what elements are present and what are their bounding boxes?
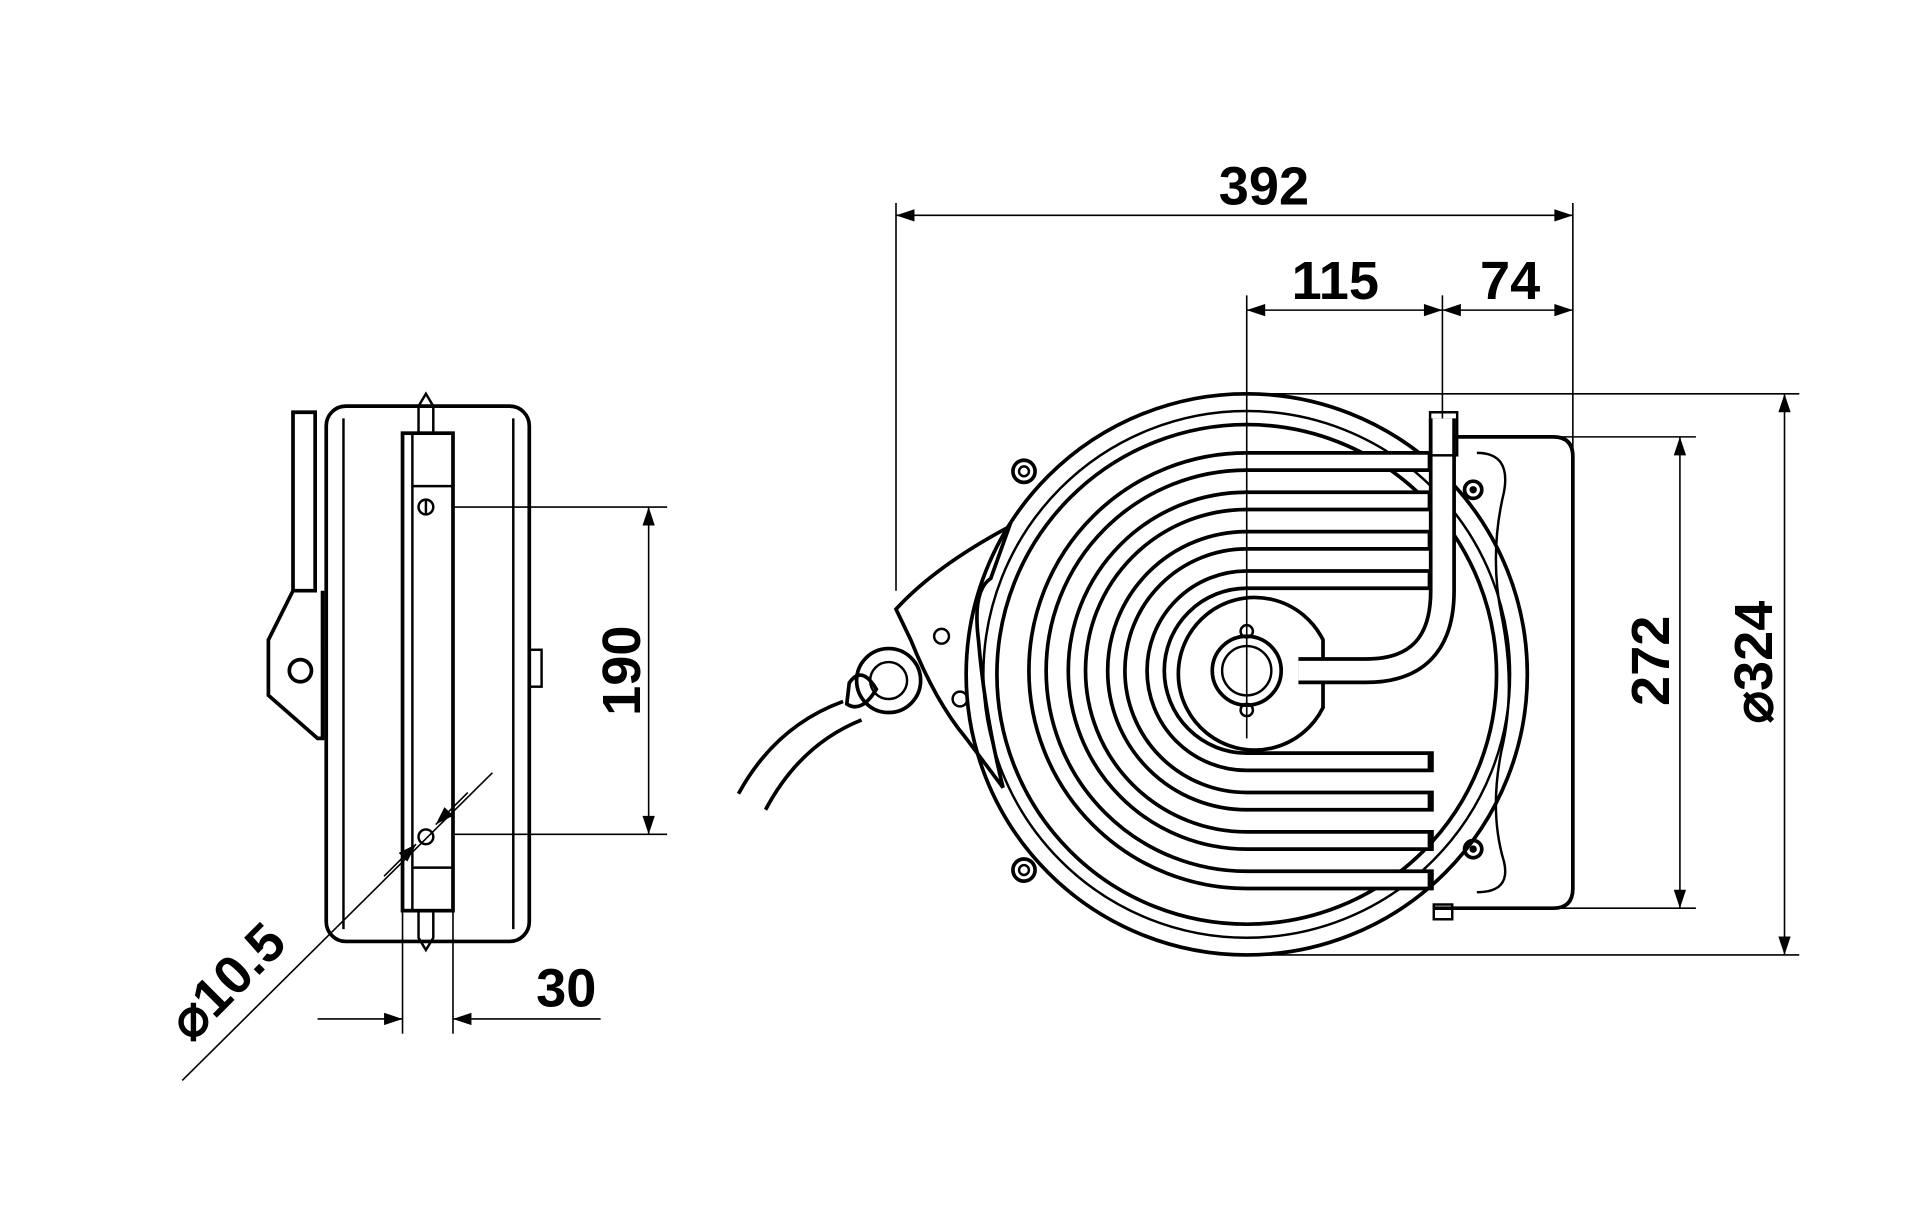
mounting-plate <box>400 431 455 913</box>
dim-plate-width: 30 <box>536 959 596 1019</box>
dim-hole-spacing: 190 <box>592 626 652 716</box>
dim-overall-width: 392 <box>1219 156 1309 216</box>
dim-axis-to-guide: 115 <box>1292 251 1379 311</box>
dim-housing-height: 272 <box>1621 616 1681 706</box>
hose-outlet-arm <box>893 522 1013 789</box>
dim-guide-to-edge: 74 <box>1480 251 1540 311</box>
hose-stopper <box>854 646 923 715</box>
side-view: 190 30 ⌀10.5 <box>157 391 668 1082</box>
dim-drum-diameter: ⌀324 <box>1724 601 1784 724</box>
drum-grooves <box>1027 451 1434 891</box>
drum-hub <box>1176 595 1325 752</box>
dim-hole-diameter: ⌀10.5 <box>157 912 297 1052</box>
front-view: 392 115 74 272 ⌀324 <box>736 156 1800 957</box>
hose-guide-bracket <box>291 410 318 593</box>
rear-housing <box>1433 435 1575 911</box>
mounting-hole-bottom <box>417 828 435 846</box>
